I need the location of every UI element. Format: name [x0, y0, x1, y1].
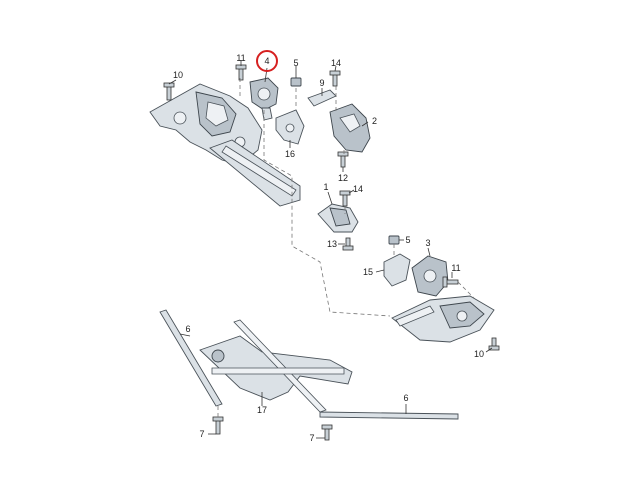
gearbox-mount-2 — [329, 103, 371, 153]
engine-mount-4 — [249, 77, 279, 121]
bolt-11-top — [235, 64, 247, 81]
callout-5-mid: 5 — [405, 235, 410, 245]
bolt-13 — [342, 237, 354, 251]
callout-7-bottom: 7 — [309, 433, 314, 443]
assembly-guide-lines — [217, 78, 475, 420]
callout-16: 16 — [285, 149, 295, 159]
frame-17 — [199, 319, 353, 413]
callout-17: 17 — [257, 405, 267, 415]
callout-12: 12 — [338, 173, 348, 183]
bolt-14-top — [329, 70, 341, 87]
bolt-14-mid — [339, 190, 351, 207]
callout-14-mid: 14 — [353, 184, 363, 194]
bolt-10-top — [163, 82, 175, 101]
bolt-7-left — [212, 416, 224, 435]
leader-lines — [168, 60, 493, 439]
bracket-16 — [275, 109, 305, 145]
callout-6-bottom: 6 — [403, 393, 408, 403]
right-subframe-assembly — [391, 295, 495, 343]
rod-6-left — [159, 309, 223, 407]
bolt-11-mid — [442, 276, 459, 288]
callout-11-mid: 11 — [451, 263, 460, 273]
callout-10-low: 10 — [474, 349, 484, 359]
callout-labels: 4 11 10 5 14 9 2 16 12 1 14 13 5 3 15 11… — [173, 53, 484, 443]
callout-1: 1 — [323, 182, 328, 192]
mount-3 — [411, 255, 449, 297]
mount-1 — [317, 203, 359, 233]
callout-11-top: 11 — [236, 53, 245, 63]
bolt-10-low — [488, 337, 500, 351]
callout-13: 13 — [327, 239, 337, 249]
bolt-7-bottom — [321, 424, 333, 441]
nut-5-mid — [388, 235, 400, 245]
left-subframe-assembly — [149, 83, 301, 207]
highlight-circle-part-4 — [256, 50, 278, 72]
bracket-15 — [383, 253, 411, 287]
callout-14-top: 14 — [331, 58, 341, 68]
callout-2: 2 — [372, 116, 377, 126]
nut-5-top — [290, 77, 302, 87]
callout-3: 3 — [425, 238, 430, 248]
callout-5-top: 5 — [293, 58, 298, 68]
callout-4-highlighted: 4 — [264, 56, 269, 66]
callout-10-top: 10 — [173, 70, 183, 80]
callout-7-left: 7 — [199, 429, 204, 439]
callout-6-left: 6 — [185, 324, 190, 334]
callout-9: 9 — [319, 78, 324, 88]
callout-15: 15 — [363, 267, 373, 277]
bolt-12 — [337, 151, 349, 168]
rod-6-bottom — [319, 411, 459, 420]
